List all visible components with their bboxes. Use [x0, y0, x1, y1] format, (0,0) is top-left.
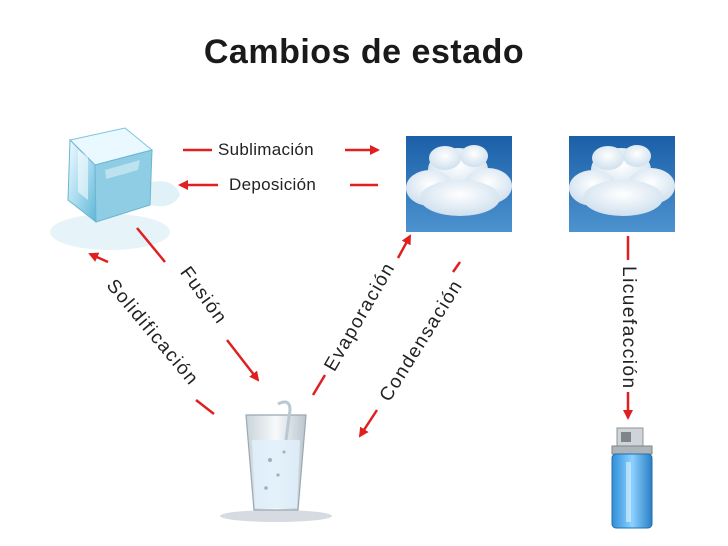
- label-sublimacion: Sublimación: [218, 140, 314, 160]
- lighter-icon: [612, 428, 652, 528]
- condensacion-line-top: [453, 262, 460, 272]
- ice-cube-icon: [50, 128, 180, 250]
- solidificacion-arrow: [90, 254, 108, 262]
- label-licuefaccion: Licuefacción: [617, 266, 639, 386]
- cloud-icon: [569, 136, 675, 232]
- water-glass-icon: [220, 402, 332, 522]
- evaporacion-line-bottom: [313, 375, 325, 395]
- evaporacion-arrow: [398, 236, 410, 258]
- fusion-arrow: [227, 340, 258, 380]
- solidificacion-line-bottom: [196, 400, 214, 414]
- cloud-icon: [406, 136, 512, 232]
- condensacion-arrow: [360, 410, 377, 436]
- label-deposicion: Deposición: [229, 175, 316, 195]
